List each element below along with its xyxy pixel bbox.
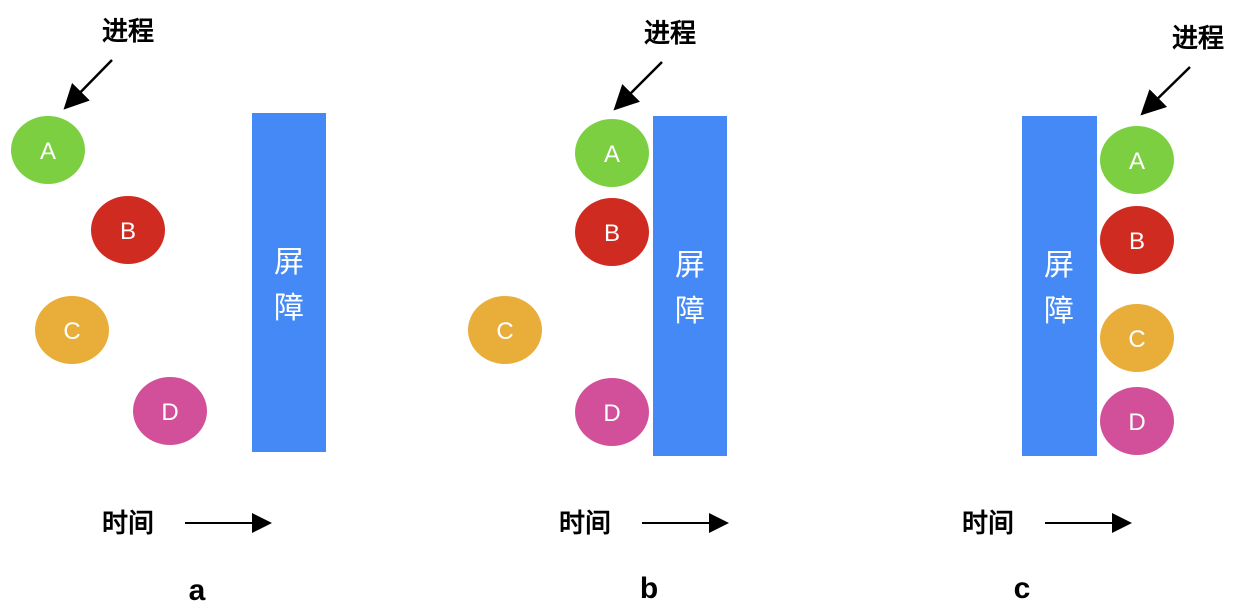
process-c: C bbox=[468, 296, 542, 364]
process-c: C bbox=[35, 296, 109, 364]
barrier: 屏 障 bbox=[1022, 116, 1097, 456]
process-a: A bbox=[575, 119, 649, 187]
panel-c: 进程 屏 障 A B C D 时间 c bbox=[962, 24, 1224, 605]
arrow-icon bbox=[1140, 66, 1191, 116]
svg-text:障: 障 bbox=[274, 291, 304, 326]
svg-text:屏: 屏 bbox=[675, 248, 705, 283]
barrier: 屏 障 bbox=[653, 116, 727, 456]
svg-text:D: D bbox=[161, 399, 178, 426]
svg-text:障: 障 bbox=[675, 294, 705, 329]
arrow-icon bbox=[63, 59, 113, 110]
time-label: 时间 bbox=[102, 509, 154, 539]
process-label: 进程 bbox=[644, 19, 696, 49]
process-d: D bbox=[1100, 387, 1174, 455]
svg-text:D: D bbox=[603, 400, 620, 427]
svg-text:B: B bbox=[604, 220, 620, 247]
panel-a: 进程 A B C D 屏 障 时间 a bbox=[11, 17, 326, 607]
process-a: A bbox=[11, 116, 85, 184]
barrier: 屏 障 bbox=[252, 113, 326, 452]
svg-text:D: D bbox=[1128, 409, 1145, 436]
svg-text:屏: 屏 bbox=[274, 245, 304, 280]
svg-text:C: C bbox=[63, 318, 80, 345]
svg-text:A: A bbox=[1129, 148, 1145, 175]
process-a: A bbox=[1100, 126, 1174, 194]
svg-text:A: A bbox=[40, 138, 56, 165]
panel-label: c bbox=[1014, 572, 1031, 605]
panel-label: a bbox=[189, 574, 206, 607]
panel-label: b bbox=[640, 572, 658, 605]
svg-text:C: C bbox=[496, 318, 513, 345]
process-d: D bbox=[575, 378, 649, 446]
svg-text:B: B bbox=[1129, 228, 1145, 255]
arrow-icon bbox=[613, 61, 663, 111]
process-c: C bbox=[1100, 304, 1174, 372]
process-b: B bbox=[91, 196, 165, 264]
svg-text:C: C bbox=[1128, 326, 1145, 353]
svg-text:屏: 屏 bbox=[1044, 248, 1074, 283]
svg-text:障: 障 bbox=[1044, 294, 1074, 329]
svg-text:B: B bbox=[120, 218, 136, 245]
process-d: D bbox=[133, 377, 207, 445]
process-label: 进程 bbox=[1172, 24, 1224, 54]
panel-b: 进程 A B C D 屏 障 时间 b bbox=[468, 19, 729, 605]
time-label: 时间 bbox=[962, 509, 1014, 539]
process-b: B bbox=[1100, 206, 1174, 274]
time-label: 时间 bbox=[559, 509, 611, 539]
svg-text:A: A bbox=[604, 141, 620, 168]
process-b: B bbox=[575, 198, 649, 266]
process-label: 进程 bbox=[102, 17, 154, 47]
